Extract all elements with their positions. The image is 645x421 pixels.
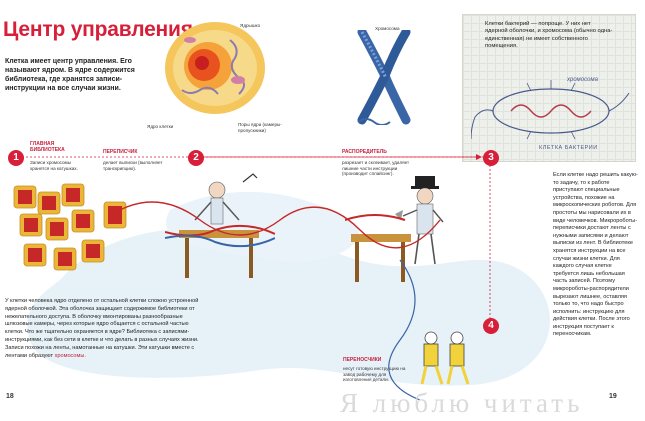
watermark: Я люблю читать xyxy=(340,388,584,418)
spools-illustration xyxy=(13,183,127,271)
label-nucleolus: Ядрышко xyxy=(240,23,261,28)
step-4-badge: 4 xyxy=(483,318,499,334)
step-2-badge: 2 xyxy=(188,150,204,166)
ribbon-thread xyxy=(120,201,441,400)
page-title: Центр управления xyxy=(3,18,193,41)
step-3-badge: 3 xyxy=(483,150,499,166)
bacteria-card: Клетки бактерий — попроще. У них нет яде… xyxy=(462,14,636,162)
bacteria-sketch xyxy=(471,80,630,140)
step-2-text: делает выписки (выполняет транскрипцию). xyxy=(103,160,163,171)
intro-text: Клетка имеет центр управления. Его назыв… xyxy=(5,58,135,92)
step-1-badge: 1 xyxy=(8,150,24,166)
step-4-title: ПЕРЕНОСЧИКИ xyxy=(343,357,382,363)
step-1-text: Записи хромосомы хранятся на катушках. xyxy=(30,160,78,171)
carriers-illustration xyxy=(420,331,470,385)
bacteria-text: Клетки бактерий — попроще. У них нет яде… xyxy=(485,21,613,50)
chromosomes-link: хромосомы. xyxy=(54,352,86,359)
page-number-right: 19 xyxy=(609,393,617,400)
label-nucleus: Ядро клетки xyxy=(147,124,174,129)
step-4-text: несут готовую инструкцию на завод рабоче… xyxy=(343,366,406,383)
step-3-title: РАСПОРЕДИТЕЛЬ xyxy=(342,149,387,155)
left-body-main: У клетки человека ядро отделено от остал… xyxy=(5,298,199,359)
step-3-text: разрезает и склеивает, удаляет лишние ча… xyxy=(342,160,410,177)
step-2-title: ПЕРЕПИСЧИК xyxy=(103,149,138,155)
copyist-illustration xyxy=(165,173,275,278)
page-number-left: 18 xyxy=(6,393,14,400)
chromosome-illustration xyxy=(357,30,411,125)
right-body-text: Если клетке надо решить какую-то задачу,… xyxy=(553,172,638,338)
step-1-title: ГЛАВНАЯ БИБЛИОТЕКА xyxy=(30,141,65,153)
distributor-illustration xyxy=(345,176,444,282)
cell-illustration xyxy=(165,22,265,114)
flow-dashed-line xyxy=(18,154,491,325)
label-chromosome: Хромосома xyxy=(375,26,400,31)
left-body-text: У клетки человека ядро отделено от остал… xyxy=(5,298,200,360)
bacteria-caption: КЛЕТКА БАКТЕРИИ xyxy=(539,145,598,151)
bacteria-chromosome-label: хромосома xyxy=(567,77,598,83)
label-pores: Поры ядра (камеры-пропускники) xyxy=(238,122,282,133)
